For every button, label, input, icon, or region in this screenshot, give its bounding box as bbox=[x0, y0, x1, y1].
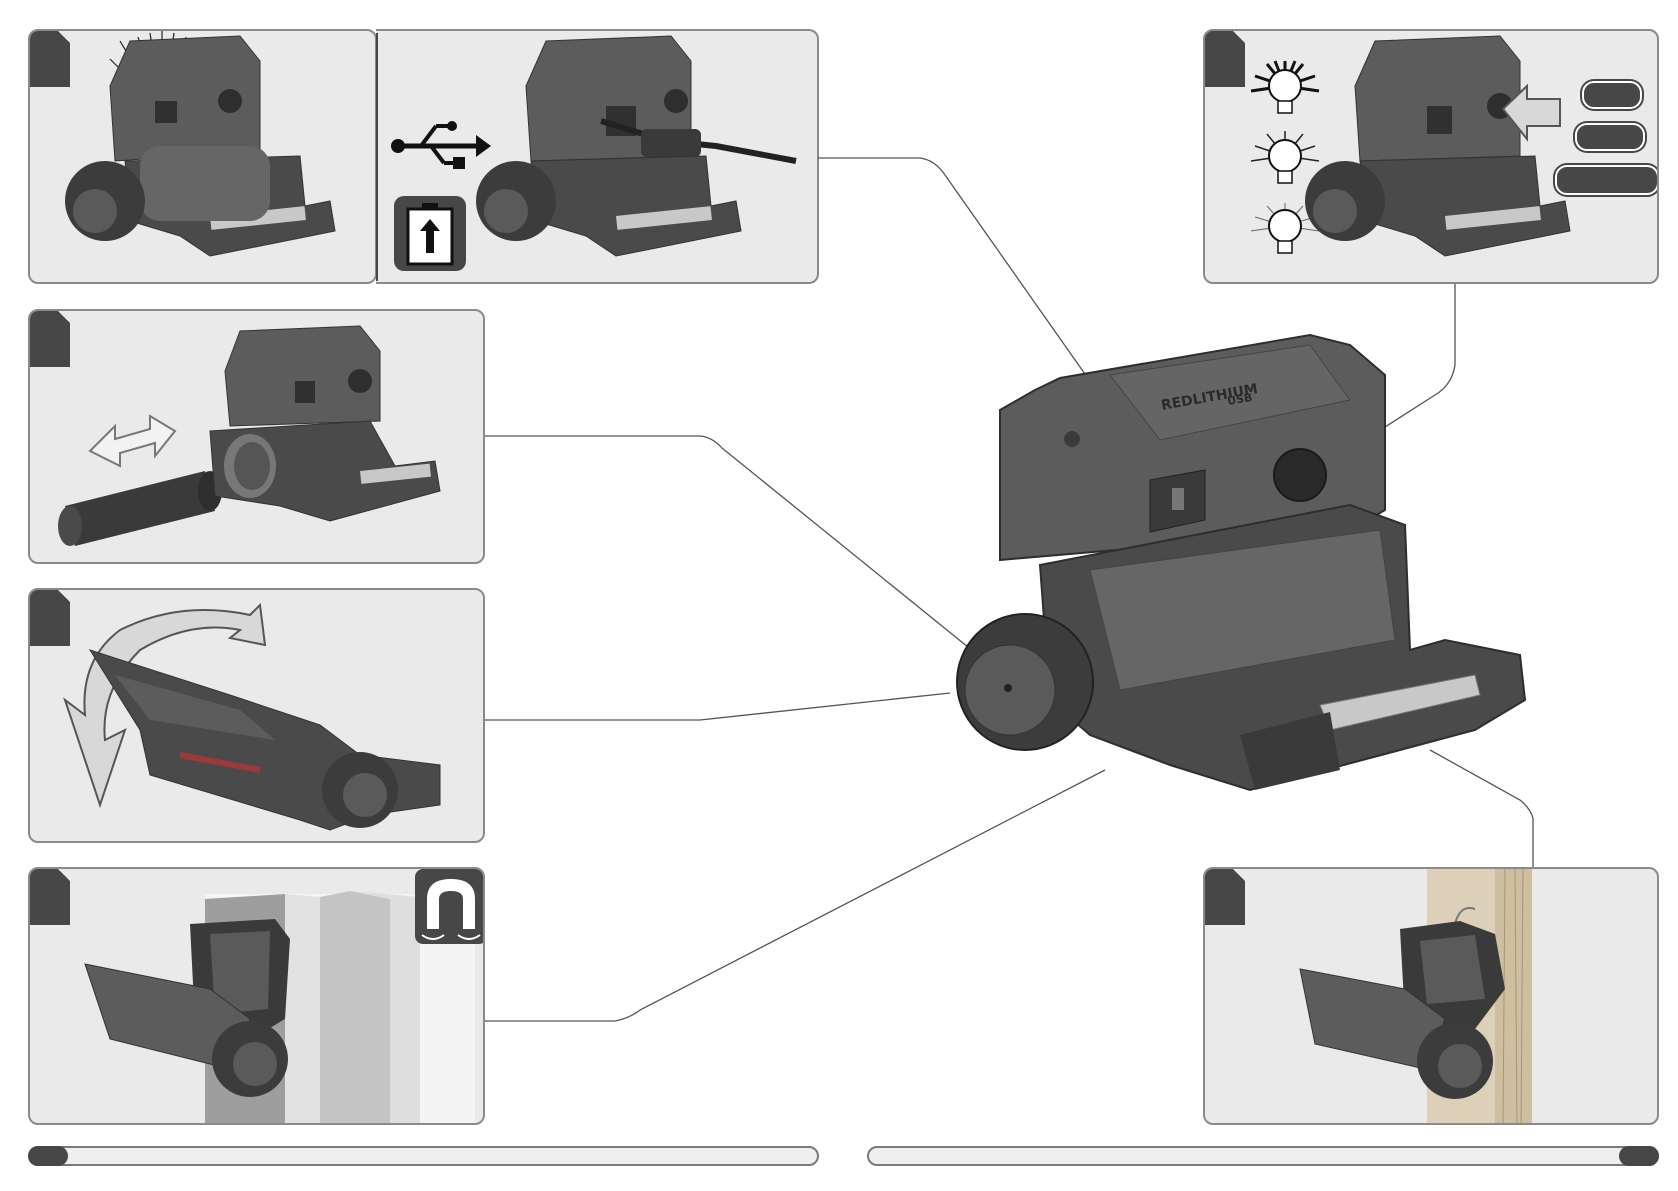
bidirectional-arrow-icon bbox=[90, 416, 175, 466]
mode-pill-3 bbox=[1555, 165, 1659, 195]
footer-cap-left bbox=[28, 1146, 68, 1166]
footer-bar-left bbox=[28, 1146, 819, 1166]
footer-bar-right bbox=[867, 1146, 1659, 1166]
mode-pill-2 bbox=[1575, 123, 1645, 151]
head-rotate-illustration bbox=[30, 590, 485, 843]
usb-label: USB bbox=[1226, 391, 1253, 408]
bulb-medium-icon bbox=[1251, 131, 1319, 183]
panel-head-rotate bbox=[28, 588, 485, 843]
panel-magnet-mount bbox=[28, 867, 485, 1125]
usb-charge-illustration bbox=[376, 31, 819, 284]
battery-charge-icon bbox=[394, 196, 466, 271]
brand-label: REDLITHIUM bbox=[1160, 381, 1259, 414]
handle-rail bbox=[1320, 675, 1480, 730]
panel-usb-charge bbox=[376, 29, 819, 284]
hook-hang-illustration bbox=[1205, 869, 1659, 1125]
panel-brightness-modes bbox=[1203, 29, 1659, 284]
bulb-high-icon bbox=[1251, 61, 1319, 113]
panel-hook-hang bbox=[1203, 867, 1659, 1125]
magnet-icon bbox=[415, 869, 485, 944]
panel-battery-insert bbox=[28, 309, 485, 564]
focus-knob bbox=[957, 614, 1093, 750]
magnet-mount-illustration bbox=[30, 869, 485, 1125]
light-on-illustration bbox=[30, 31, 377, 284]
usb-port bbox=[1172, 488, 1184, 510]
usb-icon bbox=[391, 121, 491, 169]
panel-divider bbox=[376, 33, 378, 281]
battery-insert-illustration bbox=[30, 311, 485, 564]
device-body: REDLITHIUM USB bbox=[957, 335, 1525, 790]
mode-pill-1 bbox=[1582, 81, 1642, 109]
panel-light-on bbox=[28, 29, 377, 284]
battery-cell bbox=[58, 471, 222, 546]
brightness-modes-illustration bbox=[1205, 31, 1659, 284]
footer-cap-right bbox=[1619, 1146, 1659, 1166]
power-button bbox=[1274, 449, 1326, 501]
